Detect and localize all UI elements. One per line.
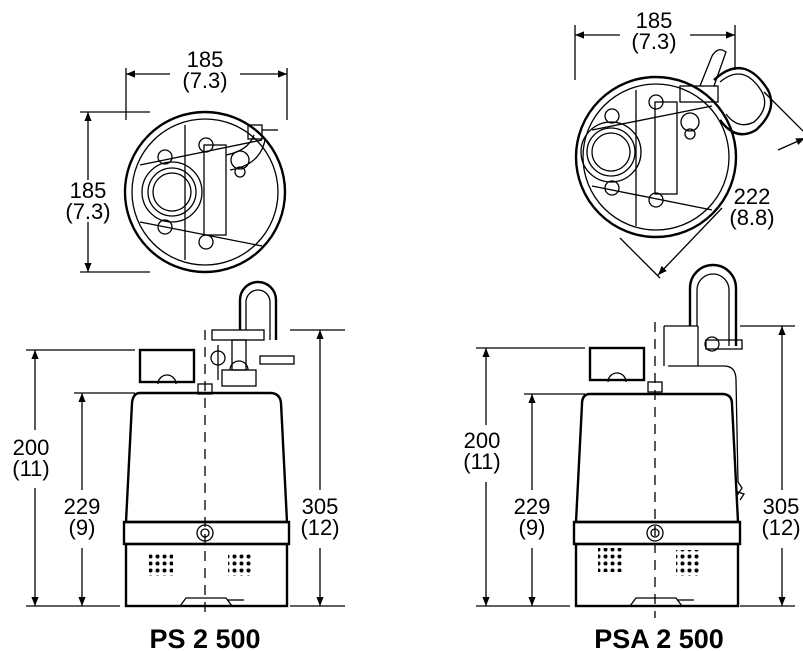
psa-top-width-value: 185 <box>636 8 673 33</box>
psa-height-b-value: 229 <box>514 494 551 519</box>
ps-top-view <box>123 110 287 274</box>
psa-diagonal-inch: (8.8) <box>729 205 774 230</box>
ps-top-depth-inch: (7.3) <box>65 199 110 224</box>
ps-height-total-inch: (12) <box>300 515 339 540</box>
ps-height-b-value: 229 <box>64 494 101 519</box>
ps-top-width-inch: (7.3) <box>182 68 227 93</box>
psa-diagonal-value: 222 <box>734 184 771 209</box>
ps-model-title: PS 2 500 <box>149 624 260 651</box>
psa-height-b-inch: (9) <box>519 515 546 540</box>
vent-dots <box>598 548 622 572</box>
psa-top-width-inch: (7.3) <box>631 29 676 54</box>
psa-model-title: PSA 2 500 <box>594 624 724 651</box>
ps-top-depth-value: 185 <box>70 178 107 203</box>
ps-height-a-inch: (11) <box>12 456 50 481</box>
ps-2500-drawing: 185 (7.3) 185 (7.3) <box>12 47 345 651</box>
psa-height-total-inch: (12) <box>761 515 800 540</box>
psa-height-total-value: 305 <box>763 494 800 519</box>
ps-height-b-inch: (9) <box>69 515 96 540</box>
vent-dots <box>228 552 252 576</box>
psa-height-a-value: 200 <box>464 428 501 453</box>
psa-2500-drawing: 185 (7.3) 222 (8.8) <box>463 8 803 651</box>
ps-height-total-value: 305 <box>302 494 339 519</box>
vent-dots <box>149 552 173 576</box>
psa-top-view <box>574 49 773 239</box>
ps-top-width-value: 185 <box>187 47 224 72</box>
vent-dots <box>676 550 700 576</box>
ps-height-a-value: 200 <box>13 435 50 460</box>
ps-side-view <box>122 280 295 618</box>
psa-height-a-inch: (11) <box>463 449 501 474</box>
psa-side-view <box>572 263 746 618</box>
